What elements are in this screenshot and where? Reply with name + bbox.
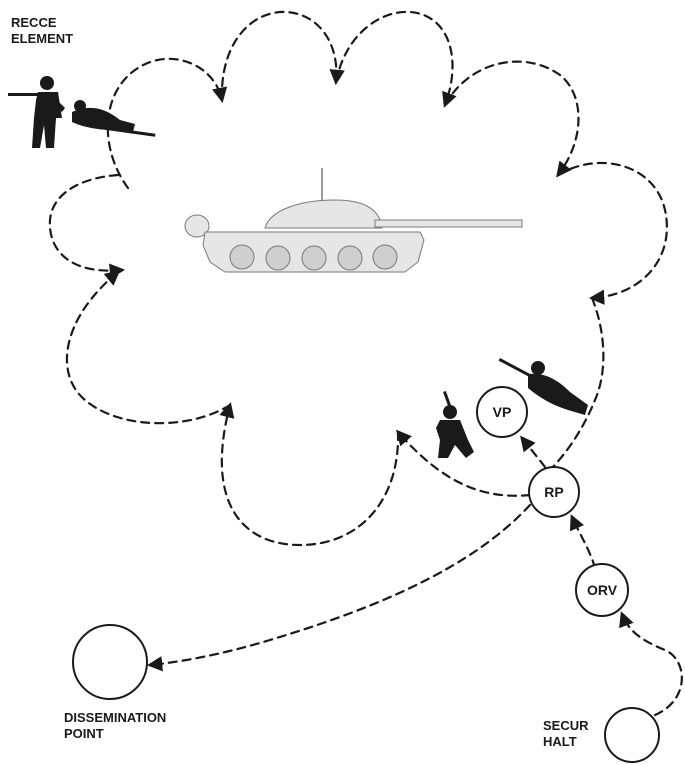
loop-top-right — [334, 10, 457, 108]
secur-halt-label: SECUR HALT — [543, 718, 589, 750]
dissemination-label-line2: POINT — [64, 726, 104, 741]
prone-soldier-icon — [72, 100, 156, 137]
loop-bottom-right — [395, 429, 532, 497]
route-secur-to-orv — [619, 611, 683, 717]
dissemination-point-circle — [72, 624, 148, 700]
prone-observer-icon — [498, 358, 588, 415]
secur-halt-circle — [604, 707, 660, 763]
loop-top-center — [220, 10, 345, 102]
loop-left-lower — [65, 270, 232, 425]
loop-bottom-center — [219, 402, 400, 547]
vp-label: VP — [493, 404, 512, 420]
secur-label-line2: HALT — [543, 734, 577, 749]
route-rp-to-dissemination — [146, 503, 532, 672]
loop-right-descent — [548, 296, 605, 472]
kneeling-soldier-icon — [436, 390, 474, 458]
rp-node: RP — [528, 466, 580, 518]
rp-label: RP — [544, 484, 563, 500]
movement-routes — [146, 435, 683, 717]
recce-label-line2: ELEMENT — [11, 31, 74, 46]
route-orv-to-rp — [569, 514, 597, 570]
vp-node: VP — [476, 386, 528, 438]
secur-label-line1: SECUR — [543, 718, 589, 733]
orv-node: ORV — [575, 563, 629, 617]
dissemination-label-line1: DISSEMINATION — [64, 710, 167, 725]
loop-right-lower — [556, 161, 668, 305]
loop-top-left — [106, 57, 228, 190]
recce-element-label: RECCE ELEMENT — [11, 15, 73, 47]
loop-right-upper — [443, 60, 580, 178]
orv-label: ORV — [587, 582, 618, 598]
loop-left-upper — [48, 173, 126, 279]
route-rp-to-vp — [520, 435, 547, 469]
recce-label-line1: RECCE — [11, 15, 57, 30]
surveillance-loops — [48, 10, 668, 547]
tank-icon — [184, 168, 523, 273]
dissemination-point-label: DISSEMINATION POINT — [64, 710, 166, 742]
standing-soldier-icon — [8, 76, 65, 148]
